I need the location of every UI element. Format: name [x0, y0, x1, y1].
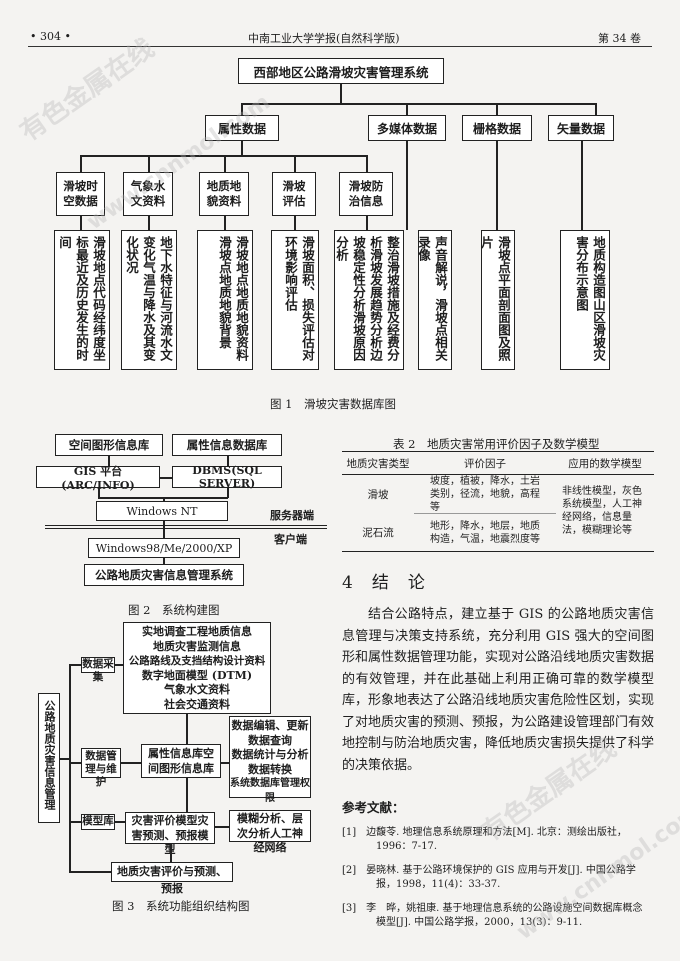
table2-header: 地质灾害类型 — [346, 457, 410, 470]
section4-paragraph: 结合公路特点，建立基于 GIS 的公路地质灾害信息管理与决策支持系统，充分利用 … — [342, 607, 655, 773]
fig3-db-center: 属性信息库空间图形信息库 — [141, 744, 221, 778]
fig3-db-ops: 数据编辑、更新 数据查询 数据统计与分析 数据转换 系统数据库管理权限 — [229, 716, 311, 804]
table2-factors: 坡度，植被，降水，土岩类别，径流，地貌，高程等 — [414, 475, 556, 514]
fig3-source: 地质灾害监测信息 — [153, 639, 241, 653]
section4-heading: 4 结 论 — [342, 573, 426, 593]
fig2-client-label: 客户端 — [274, 533, 307, 546]
fig3-db-op: 数据转换 — [248, 762, 292, 776]
fig1-leaf: 地下水特征与河流水文变化气温与降水及其变化状况 — [121, 230, 177, 370]
fig1-category: 多媒体数据 — [368, 115, 446, 141]
fig1-leaf: 滑坡点平面剖面图及照片 — [479, 230, 515, 370]
fig2-caption: 图 2 系统构建图 — [128, 603, 220, 617]
fig1-category: 栅格数据 — [462, 115, 532, 141]
fig1-category: 属性数据 — [205, 115, 279, 141]
fig2-attr-db: 属性信息数据库 — [172, 434, 282, 456]
journal-title: 中南工业大学学报(自然科学版) — [248, 32, 400, 45]
fig1-leaf: 滑坡地点地质地貌资料滑坡点地质地貌背景 — [197, 230, 253, 370]
fig3-source: 数字地面模型 (DTM) — [141, 668, 253, 682]
fig1-leaf: 滑坡地点代码经纬度坐标最近及历史发生的时间 — [54, 230, 110, 370]
reference-item: [2] 晏晓林. 基于公路环境保护的 GIS 应用与开发[J]. 中国公路学报，… — [342, 865, 636, 890]
fig2-windows-nt: Windows NT — [96, 501, 228, 521]
fig1-leaf: 整治滑坡措施及经费分析滑坡发展趋势分析边坡稳定性分析滑坡原因分析 — [334, 230, 404, 370]
table2-title: 表 2 地质灾害常用评价因子及数学模型 — [393, 437, 600, 451]
reference-list: [1] 边馥苓. 地理信息系统原理和方法[M]. 北京：测绘出版社，1996：7… — [342, 826, 648, 930]
fig1-sub: 地质地貌资料 — [199, 172, 249, 216]
fig3-source: 公路路线及支挡结构设计资料 — [128, 655, 266, 667]
table2-models: 非线性模型，灰色系统模型，人工神经网络，信息量法，模糊理论等 — [562, 486, 642, 536]
page-number: • 304 • — [30, 30, 71, 43]
fig2-app: 公路地质灾害信息管理系统 — [84, 564, 244, 586]
reference-item: [1] 边馥苓. 地理信息系统原理和方法[M]. 北京：测绘出版社，1996：7… — [342, 827, 627, 852]
volume-label: 第 34 卷 — [598, 32, 641, 45]
fig1-sub: 滑坡评估 — [272, 172, 316, 216]
fig3-source: 气象水文资料 — [164, 683, 230, 696]
fig3-collect: 数据采集 — [81, 657, 115, 683]
fig1-leaf: 地质构造图山区滑坡灾害分布示意图 — [560, 230, 610, 370]
table2-type: 滑坡 — [367, 488, 389, 501]
fig1-caption: 图 1 滑坡灾害数据库图 — [270, 397, 396, 411]
table2-factors: 地形，降水，地层，地质构造，气温，地震烈度等 — [430, 520, 540, 545]
fig3-source: 社会交通资料 — [164, 697, 230, 711]
fig2-windows-client: Windows98/Me/2000/XP — [88, 538, 240, 558]
fig2-server-label: 服务器端 — [270, 509, 314, 522]
fig3-side-label: 公路地质灾害信息管理 — [38, 693, 60, 823]
fig3-db-op: 数据统计与分析 — [231, 748, 309, 761]
fig3-bottom: 地质灾害评价与预测、预报 — [111, 862, 233, 895]
fig1-sub: 滑坡时空数据 — [56, 172, 105, 216]
fig2-gis-platform: GIS 平台 (ARC/INFO) — [36, 465, 160, 492]
header-rule — [28, 46, 652, 47]
table2-header-row: 地质灾害类型 评价因子 应用的数学模型 — [342, 451, 654, 475]
fig1-sub: 气象水文资料 — [123, 172, 173, 216]
table2-header: 评价因子 — [464, 457, 506, 470]
fig3-db-op: 系统数据库管理权限 — [230, 778, 310, 804]
fig3-manage: 数据管理与维护 — [81, 748, 121, 788]
fig3-caption: 图 3 系统功能组织结构图 — [112, 899, 250, 913]
fig1-leaf: 声音解说，滑坡点相关录像 — [416, 230, 452, 370]
fig3-db-op: 数据编辑、更新 — [231, 719, 309, 732]
table2-header: 应用的数学模型 — [568, 457, 642, 470]
table2-body: 滑坡 泥石流 坡度，植被，降水，土岩类别，径流，地貌，高程等 地形，降水，地层，… — [342, 475, 654, 552]
fig3-sources: 实地调查工程地质信息 地质灾害监测信息 公路路线及支挡结构设计资料 数字地面模型… — [123, 622, 271, 714]
fig1-leaf: 滑坡面积、损失评估对环境影响评估 — [271, 230, 319, 370]
table2-type: 泥石流 — [362, 526, 394, 539]
fig3-model-right: 模糊分析、层次分析人工神经网络 — [229, 810, 311, 854]
fig3-model-center: 灾害评价模型灾害预测、预报模型 — [125, 812, 215, 856]
fig2-dbms: DBMS(SQL SERVER) — [172, 464, 282, 490]
fig1-category: 矢量数据 — [548, 115, 614, 141]
fig3-model: 模型库 — [81, 814, 115, 830]
reference-item: [3] 李 晔，姚祖康. 基于地理信息系统的公路设施空间数据库概念模型[J]. … — [342, 903, 643, 928]
fig2-spatial-db: 空间图形信息库 — [55, 434, 163, 456]
table2: 地质灾害类型 评价因子 应用的数学模型 滑坡 泥石流 坡度，植被，降水，土岩类别… — [342, 451, 654, 552]
fig3-source: 实地调查工程地质信息 — [142, 625, 252, 638]
fig1-sub: 滑坡防治信息 — [339, 172, 393, 216]
fig3-db-op: 数据查询 — [248, 733, 292, 747]
fig1-root: 西部地区公路滑坡灾害管理系统 — [238, 58, 444, 84]
references-heading: 参考文献： — [342, 800, 405, 815]
